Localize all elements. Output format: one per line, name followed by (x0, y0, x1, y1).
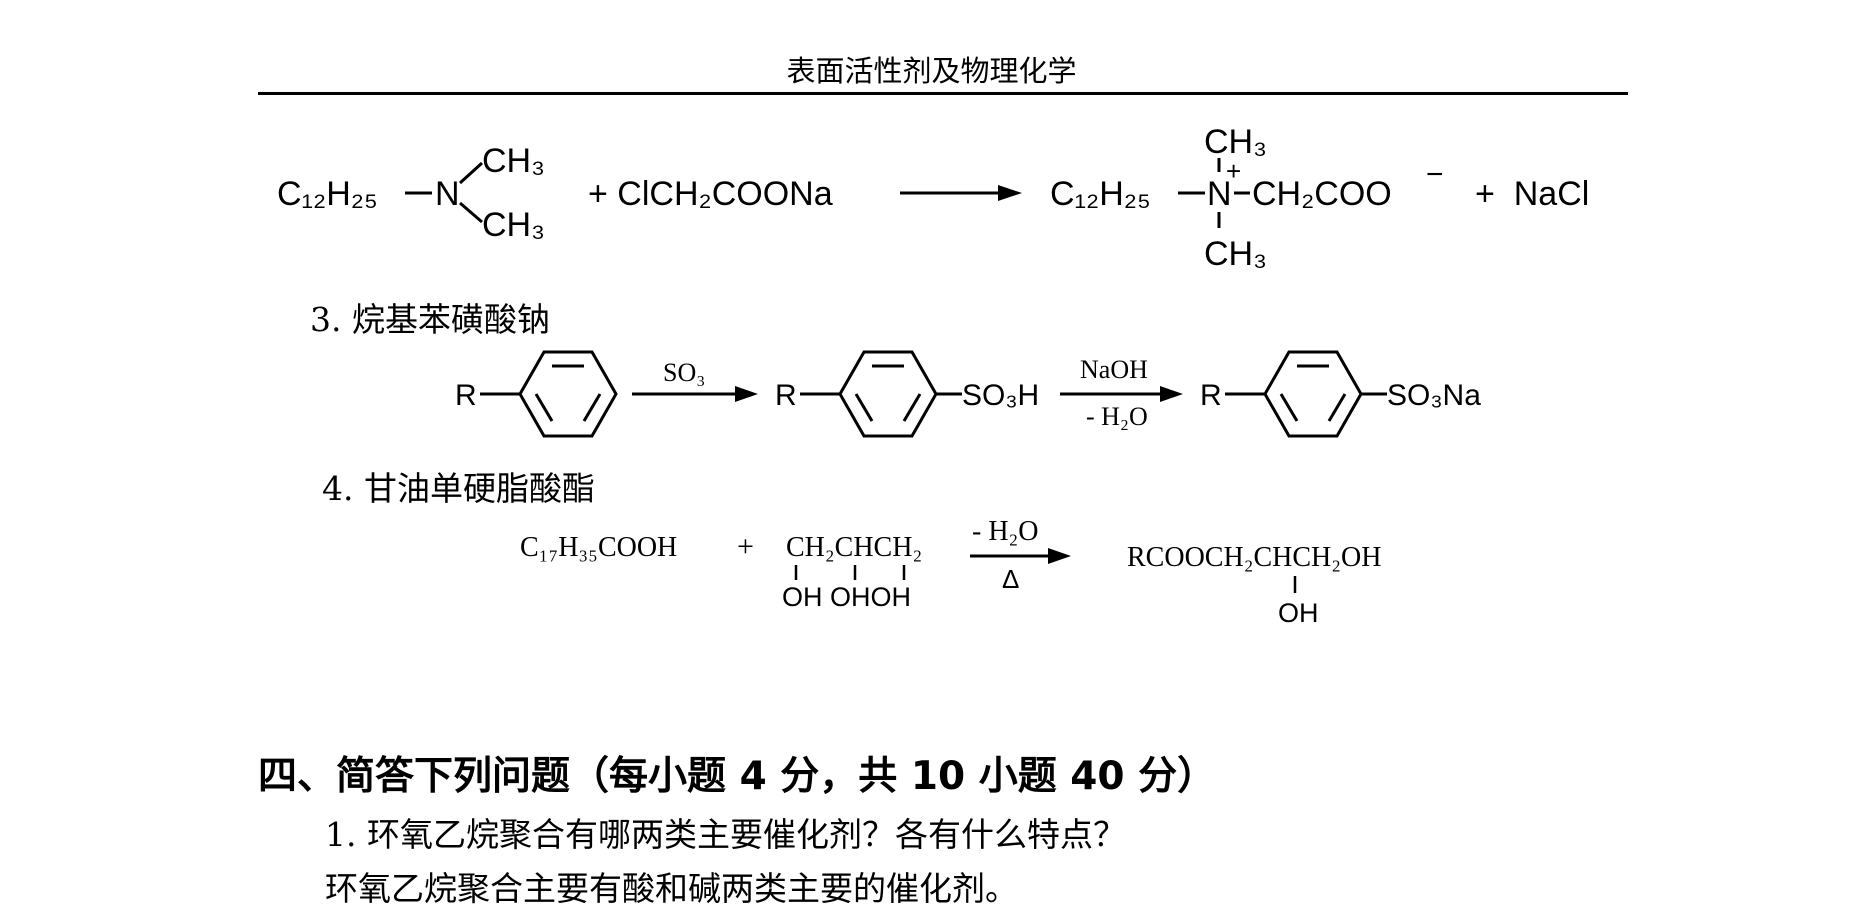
header-rule (258, 92, 1628, 95)
item3-title: 3. 烷基苯磺酸钠 (310, 300, 550, 339)
page-header-title: 表面活性剂及物理化学 (786, 54, 1077, 88)
sulfonate-group: SO₃Na (1387, 379, 1481, 412)
benzene-ring-1 (518, 350, 618, 438)
minus-charge: − (1426, 158, 1444, 191)
product-hydroxyl: OH (1278, 598, 1319, 628)
reactant-n: N (435, 175, 460, 213)
question-1: 1. 环氧乙烷聚合有哪两类主要催化剂？各有什么特点？ (325, 815, 1126, 854)
reactant-chain: C₁₂H₂₅ (277, 175, 378, 213)
condition-minus-water: - H₂O (972, 516, 1039, 547)
product-methyl-bottom: CH₃ (1204, 235, 1267, 273)
product-chain: C₁₂H₂₅ (1050, 175, 1151, 213)
reagent-naoh: NaOH (1080, 355, 1148, 384)
monoglyceride-product: RCOOCH₂CHCH₂OH (1127, 542, 1381, 573)
sulfonic-acid-group: SO₃H (962, 379, 1039, 412)
reaction-arrow-1-head (998, 185, 1022, 201)
r-label-1: R (455, 379, 477, 412)
bond-n-methyl-up (458, 161, 484, 185)
answer-1: 环氧乙烷聚合主要有酸和碱两类主要的催化剂。 (325, 869, 1018, 908)
glycerol-chain: CH₂CHCH₂ (786, 532, 922, 563)
product-tail: CH₂COO (1252, 175, 1392, 213)
section-4-heading: 四、简答下列问题（每小题 4 分，共 10 小题 40 分） (258, 754, 1217, 799)
product-n: N (1207, 175, 1232, 213)
bond-n-methyl-down (459, 201, 483, 224)
reagent-so3: SO₃ (663, 358, 705, 387)
plus-sign: + (737, 530, 754, 563)
methyl-bottom: CH₃ (482, 206, 545, 244)
glycerol-hydroxyls: OH OHOH (782, 582, 911, 612)
methyl-top: CH₃ (482, 142, 545, 180)
item4-title: 4. 甘油单硬脂酸酯 (322, 469, 595, 508)
r-label-2: R (775, 379, 797, 412)
product-methyl-top: CH₃ (1204, 123, 1267, 161)
plus-charge: + (1226, 156, 1241, 186)
byproduct-nacl: + NaCl (1475, 175, 1589, 213)
reagent-minus-water: - H₂O (1086, 402, 1148, 431)
condition-heat: Δ (1002, 564, 1019, 594)
reagent-chloroacetate: + ClCH₂COONa (588, 175, 833, 213)
stearic-acid: C₁₇H₃₅COOH (520, 532, 677, 563)
r-label-3: R (1200, 379, 1222, 412)
